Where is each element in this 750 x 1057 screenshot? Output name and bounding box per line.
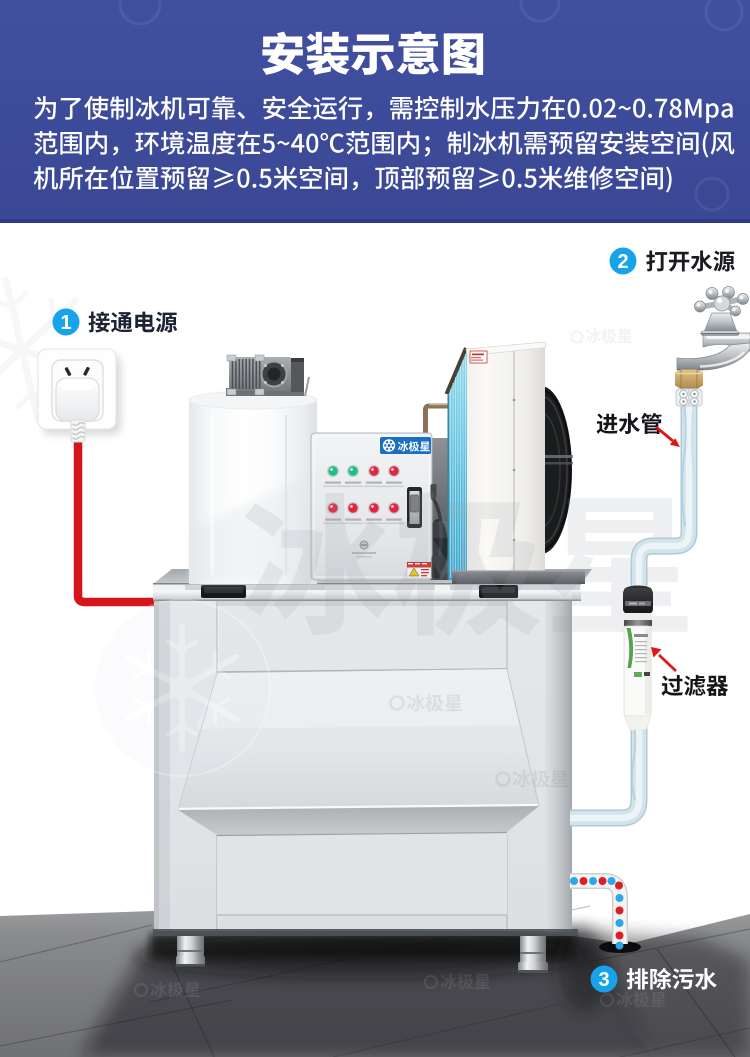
svg-text:2: 2: [617, 251, 628, 273]
svg-text:1: 1: [60, 312, 71, 334]
svg-text:3: 3: [598, 969, 609, 991]
